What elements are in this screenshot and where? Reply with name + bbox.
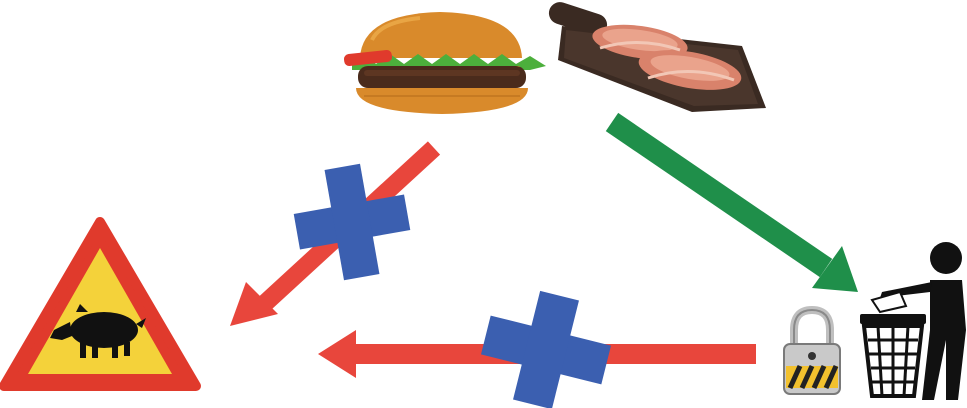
padlock-icon [784, 310, 840, 394]
raw-meat-board-icon [546, 0, 766, 112]
arrow-meat-to-trash [612, 122, 858, 292]
burger-icon [344, 12, 546, 114]
wild-boar-warning-sign-icon [4, 222, 196, 386]
blocked-marker [472, 281, 619, 408]
person-throwing-trash-icon [860, 242, 966, 400]
